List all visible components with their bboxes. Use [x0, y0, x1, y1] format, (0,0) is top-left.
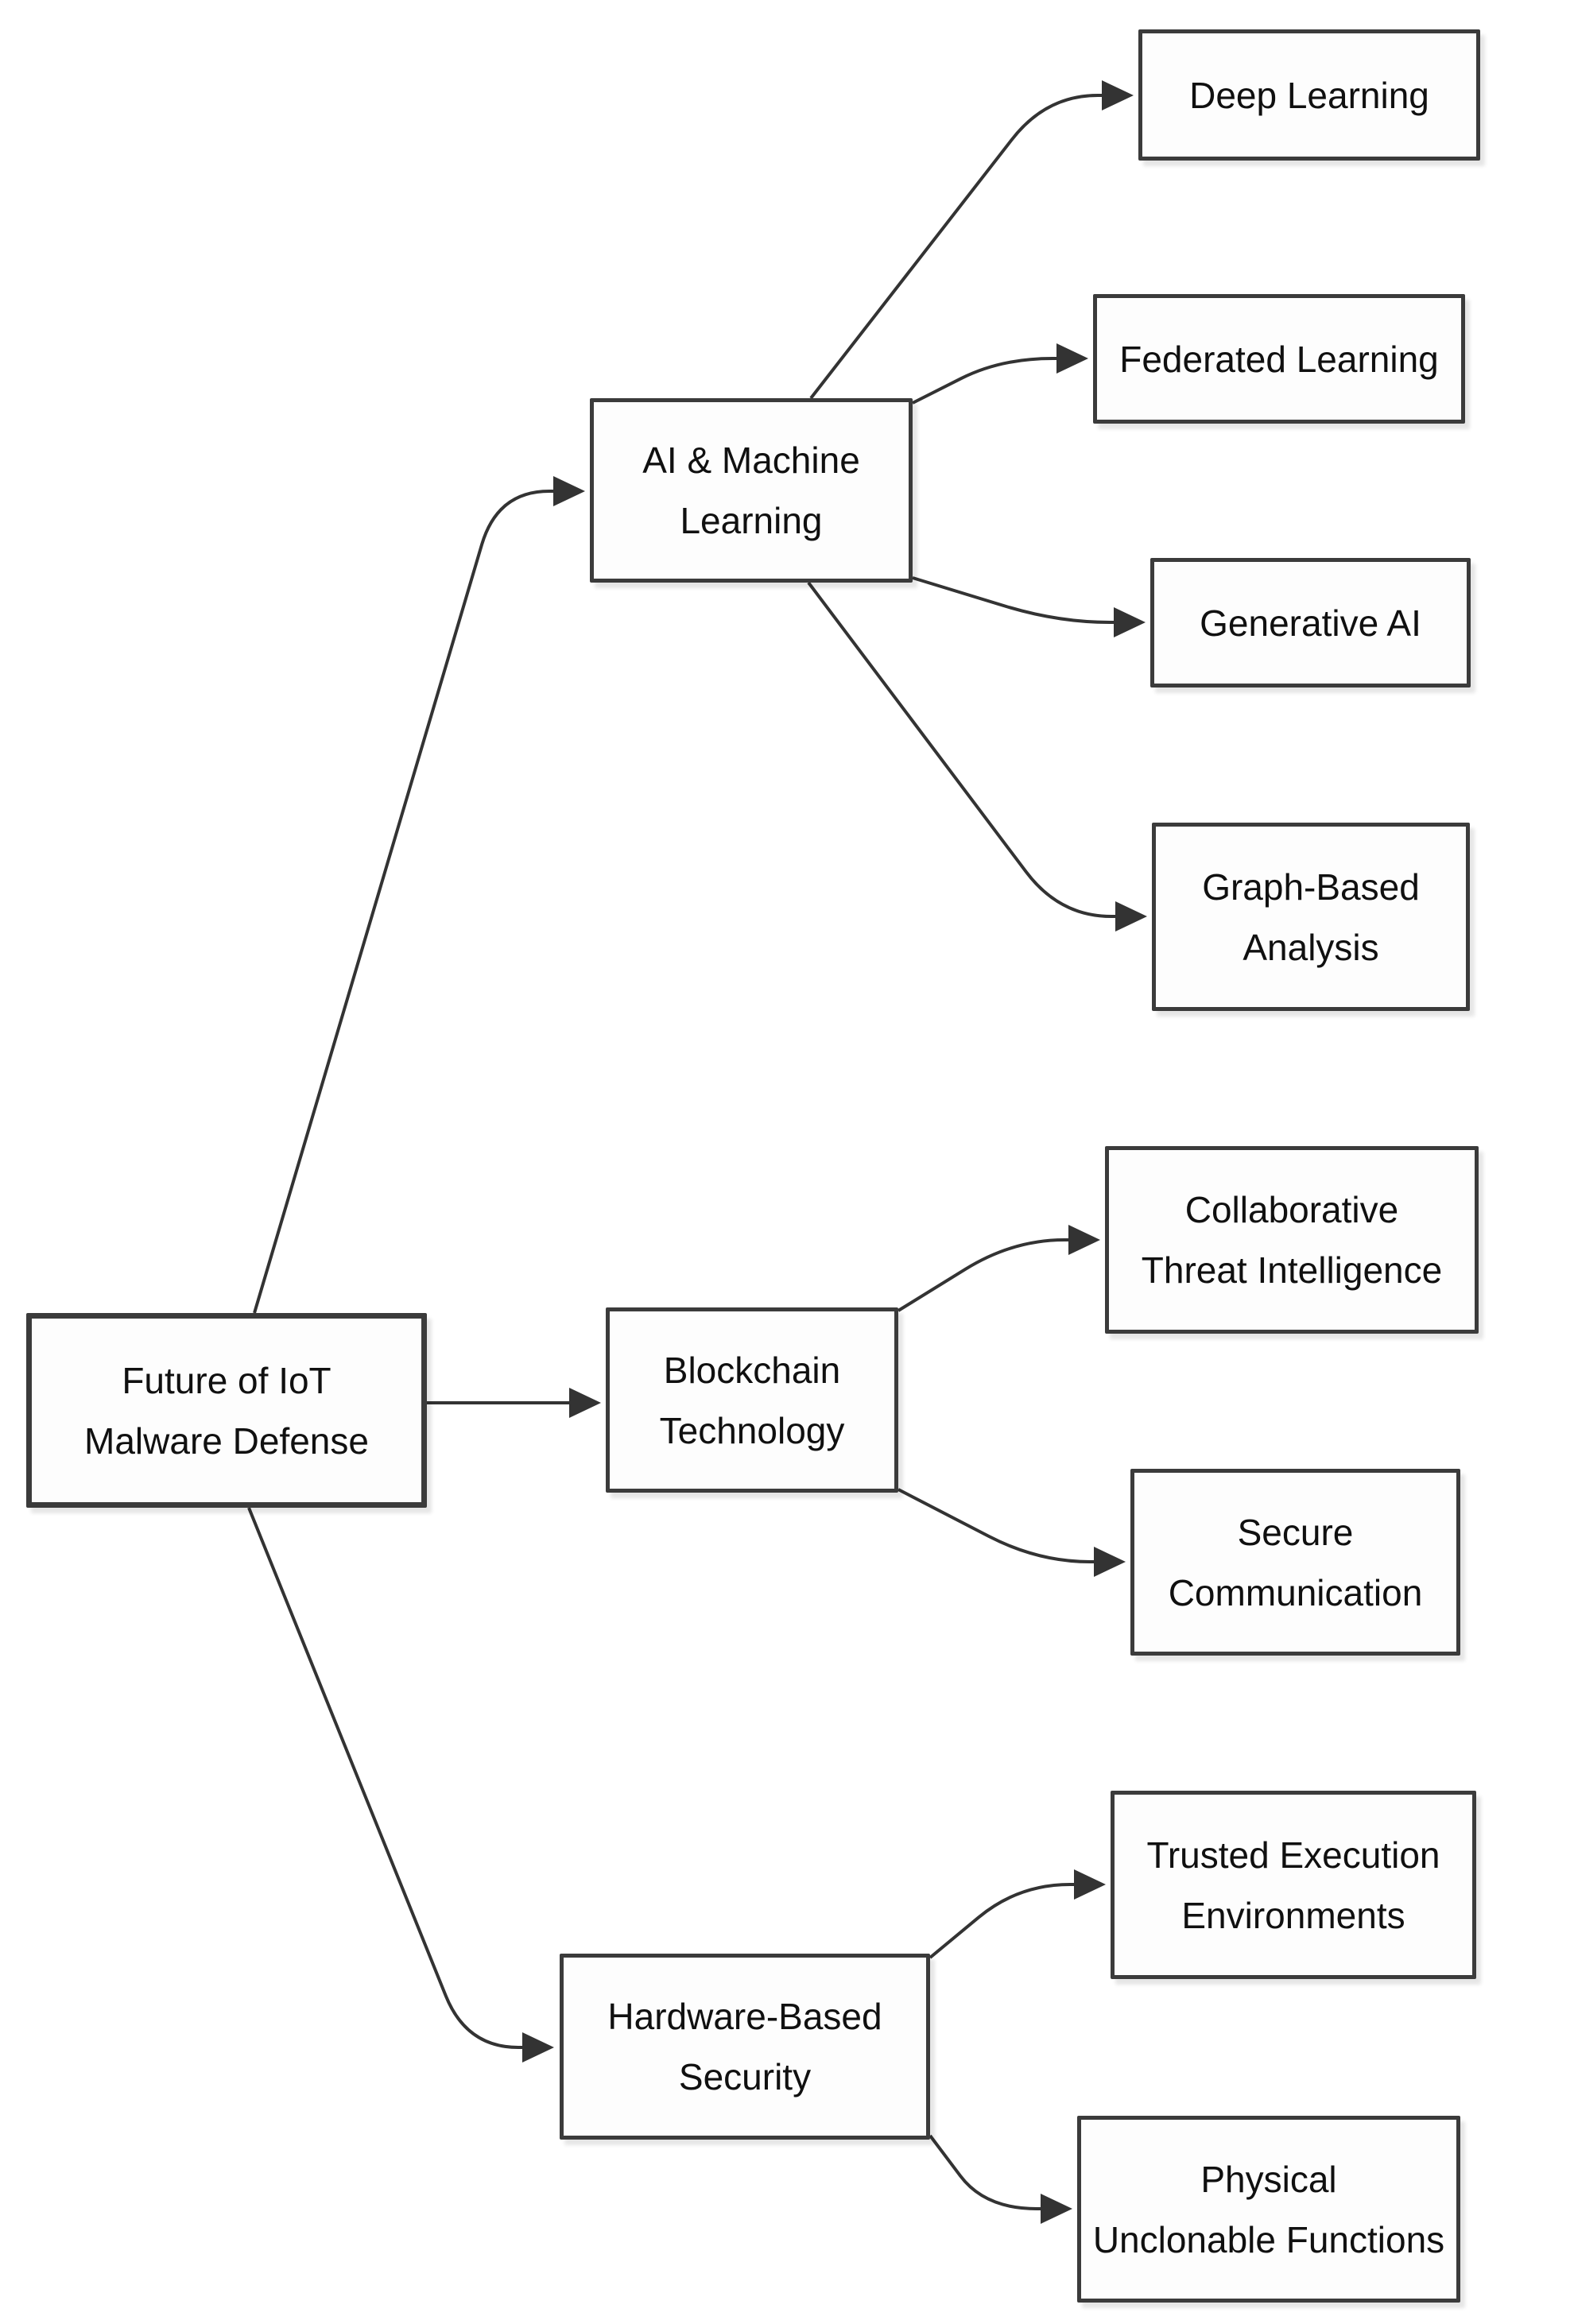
edge-line	[807, 581, 1125, 918]
node-label-line: Environments	[1181, 1894, 1405, 1936]
node-deep-learning: Deep Learning	[1138, 29, 1480, 161]
arrowhead-icon	[1041, 2194, 1072, 2224]
edge-ai-machine-learning-to-generative-ai	[912, 576, 1146, 637]
edge-future-of-iot-malware-defense-to-hardware-based-security	[247, 1507, 554, 2063]
arrowhead-icon	[1115, 901, 1147, 932]
node-label-line: Unclonable Functions	[1092, 2218, 1445, 2260]
node-label-line: Graph-Based	[1202, 866, 1420, 908]
node-label-line: Malware Defense	[84, 1420, 369, 1462]
edge-line	[897, 1238, 1078, 1312]
node-label-line: Learning	[680, 500, 823, 541]
node-label-line: Future of IoT	[122, 1359, 331, 1401]
edge-hardware-based-security-to-physical-unclonable-functions	[929, 2134, 1072, 2224]
node-future-of-iot-malware-defense: Future of IoT Malware Defense	[26, 1313, 427, 1508]
arrowhead-icon	[1056, 343, 1088, 374]
edge-ai-machine-learning-to-graph-based-analysis	[807, 581, 1147, 932]
node-label-line: Technology	[659, 1409, 845, 1451]
edge-future-of-iot-malware-defense-to-ai-machine-learning	[253, 476, 585, 1314]
node-label-line: Trusted Execution	[1146, 1834, 1440, 1876]
arrowhead-icon	[1102, 80, 1134, 110]
node-label-line: Hardware-Based	[607, 1996, 882, 2037]
node-federated-learning: Federated Learning	[1093, 294, 1465, 424]
edge-hardware-based-security-to-trusted-execution-environments	[929, 1869, 1106, 1959]
node-generative-ai: Generative AI	[1150, 558, 1471, 688]
edge-ai-machine-learning-to-deep-learning	[809, 80, 1134, 400]
edge-line	[912, 357, 1066, 405]
arrowhead-icon	[569, 1388, 601, 1418]
node-label-line: Deep Learning	[1189, 74, 1429, 116]
node-label-line: Generative AI	[1200, 602, 1421, 644]
edge-line	[253, 490, 563, 1314]
node-label-line: AI & Machine	[642, 440, 860, 481]
arrowhead-icon	[1068, 1225, 1100, 1255]
edge-future-of-iot-malware-defense-to-blockchain-technology	[427, 1388, 601, 1418]
node-label-line: Physical	[1200, 2158, 1337, 2200]
arrowhead-icon	[1094, 1547, 1126, 1577]
node-label-line: Security	[678, 2056, 812, 2097]
edge-line	[809, 94, 1111, 400]
arrowhead-icon	[1114, 607, 1146, 637]
arrowhead-icon	[522, 2032, 554, 2063]
edge-line	[912, 576, 1123, 624]
node-label-line: Analysis	[1243, 926, 1379, 968]
node-label-line: Communication	[1168, 1571, 1423, 1613]
edge-line	[929, 1883, 1084, 1959]
node-label-line: Federated Learning	[1119, 338, 1439, 380]
node-label-line: Threat Intelligence	[1141, 1249, 1443, 1291]
edge-blockchain-technology-to-collaborative-threat-intelligence	[897, 1225, 1100, 1312]
edge-blockchain-technology-to-secure-communication	[897, 1488, 1126, 1577]
edge-line	[897, 1488, 1103, 1563]
edge-line	[929, 2134, 1050, 2210]
node-label-line: Collaborative	[1184, 1189, 1399, 1230]
node-label-line: Secure	[1237, 1511, 1354, 1553]
node-label-line: Blockchain	[663, 1349, 841, 1391]
arrowhead-icon	[1074, 1869, 1106, 1900]
arrowhead-icon	[553, 476, 585, 506]
edge-line	[247, 1507, 532, 2049]
edge-ai-machine-learning-to-federated-learning	[912, 343, 1088, 405]
